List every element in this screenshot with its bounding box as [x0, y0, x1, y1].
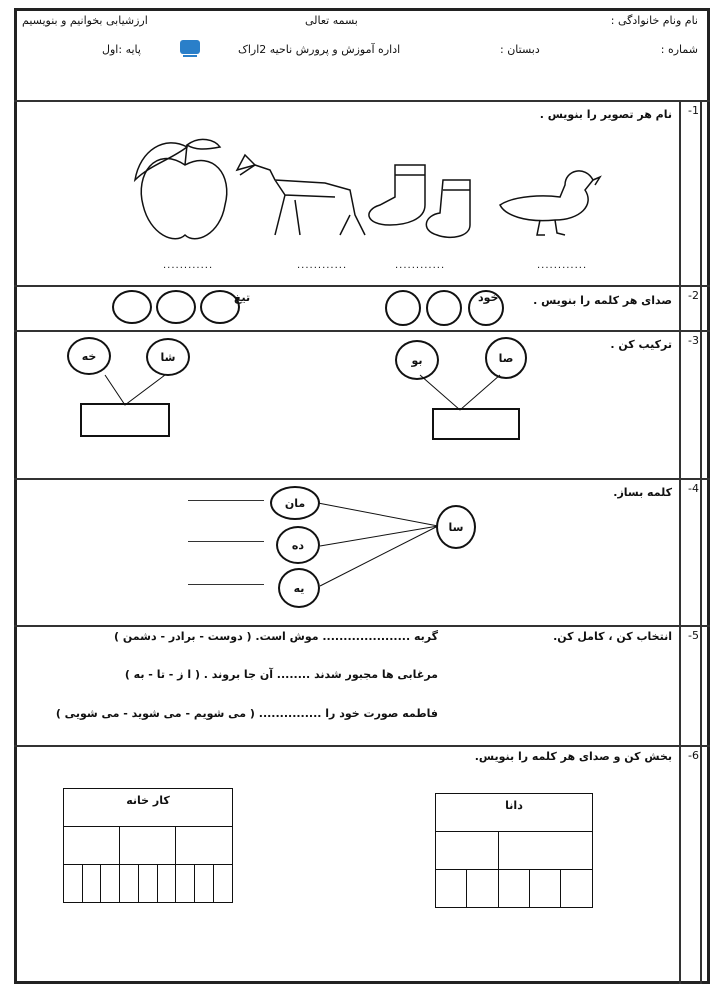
syllable: خه	[67, 337, 111, 375]
question-title: بخش کن و صدای هر کلمه را بنویس.	[474, 750, 672, 763]
education-office: اداره آموزش و پرورش ناحیه 2اراک	[238, 43, 401, 56]
header-title: بسمه تعالی	[305, 14, 358, 27]
sound-cell[interactable]	[63, 864, 83, 903]
root-syllable: سا	[436, 505, 476, 549]
question-title: نام هر تصویر را بنویس .	[539, 108, 672, 121]
syllable-table: کار خانه	[62, 788, 234, 903]
syllable: بو	[395, 340, 439, 380]
connector-lines	[317, 502, 439, 587]
sound-cell[interactable]	[81, 864, 102, 903]
sound-cell[interactable]	[175, 864, 196, 903]
question-number: -4	[688, 482, 699, 495]
divider	[14, 100, 710, 102]
number-column-divider	[700, 100, 702, 984]
worksheet-frame	[14, 8, 710, 984]
divider	[14, 330, 710, 332]
answer-circle[interactable]	[468, 290, 504, 326]
answer-line[interactable]	[188, 584, 264, 585]
duck-icon	[499, 170, 602, 236]
answer-circle[interactable]	[385, 290, 421, 326]
syllable-cell[interactable]	[119, 826, 177, 865]
answer-blank[interactable]: ............	[297, 260, 348, 271]
horse-icon	[235, 153, 366, 236]
question-number: -1	[688, 104, 699, 117]
question-number: -2	[688, 289, 699, 302]
connector-lines	[104, 374, 501, 411]
answer-circle[interactable]	[156, 290, 196, 324]
question-number: -3	[688, 334, 699, 347]
logo	[178, 36, 202, 60]
question-number: -5	[688, 629, 699, 642]
sound-cell[interactable]	[119, 864, 139, 903]
answer-box[interactable]	[432, 408, 520, 440]
answer-blank[interactable]: ............	[537, 260, 588, 271]
table-word: دانا	[435, 793, 593, 832]
syllable-cell[interactable]	[497, 831, 594, 870]
sound-cell[interactable]	[194, 864, 214, 903]
answer-blank[interactable]: ............	[163, 260, 214, 271]
question-title: صدای هر کلمه را بنویس .	[533, 294, 672, 307]
sound-cell[interactable]	[434, 869, 468, 908]
suffix: مان	[270, 486, 320, 520]
syllable-cell[interactable]	[62, 826, 121, 865]
sound-cell[interactable]	[529, 869, 562, 908]
question-title: ترکیب کن .	[610, 338, 672, 351]
syllable: صا	[485, 337, 527, 379]
question-title: انتخاب کن ، کامل کن.	[553, 630, 672, 643]
number-label: شماره :	[660, 43, 698, 56]
answer-circle[interactable]	[426, 290, 462, 326]
grade-label: پایه :اول	[102, 43, 141, 56]
sound-cell[interactable]	[212, 864, 234, 903]
suffix: ده	[276, 526, 320, 564]
question-title: کلمه بساز.	[613, 486, 672, 499]
divider	[14, 285, 710, 287]
sentence: فاطمه صورت خود را ............... ( می ش…	[55, 707, 438, 720]
suffix: یه	[278, 568, 320, 608]
divider	[14, 478, 710, 480]
answer-line[interactable]	[188, 541, 264, 542]
answer-box[interactable]	[80, 403, 170, 437]
sound-cell[interactable]	[137, 864, 158, 903]
sound-cell[interactable]	[156, 864, 177, 903]
syllable-cell[interactable]	[175, 826, 233, 865]
school-label: دبستان :	[500, 43, 540, 56]
answer-circle[interactable]	[112, 290, 152, 324]
pictures	[133, 138, 602, 240]
sound-cell[interactable]	[466, 869, 499, 908]
answer-line[interactable]	[188, 500, 264, 501]
sentence: مرغابی ها مجبور شدند ........ آن جا برون…	[124, 668, 438, 681]
name-label: نام ونام خانوادگی :	[610, 14, 698, 27]
answer-circle[interactable]	[200, 290, 240, 324]
syllable: شا	[146, 338, 190, 376]
syllable-table: دانا	[434, 793, 594, 908]
sentence: گربه ..................... موش است. ( دو…	[114, 630, 438, 643]
socks-icon	[368, 164, 471, 238]
question-number: -6	[688, 749, 699, 762]
number-column-divider	[679, 100, 681, 984]
apple-icon	[133, 138, 228, 240]
sound-cell[interactable]	[560, 869, 593, 908]
sound-cell[interactable]	[497, 869, 531, 908]
table-word: کار خانه	[63, 788, 233, 827]
divider	[14, 745, 710, 747]
exam-title: ارزشیابی بخوانیم و بنویسیم	[22, 14, 148, 27]
syllable-cell[interactable]	[435, 831, 499, 870]
answer-blank[interactable]: ............	[395, 260, 446, 271]
divider	[14, 625, 710, 627]
sound-cell[interactable]	[100, 864, 121, 903]
